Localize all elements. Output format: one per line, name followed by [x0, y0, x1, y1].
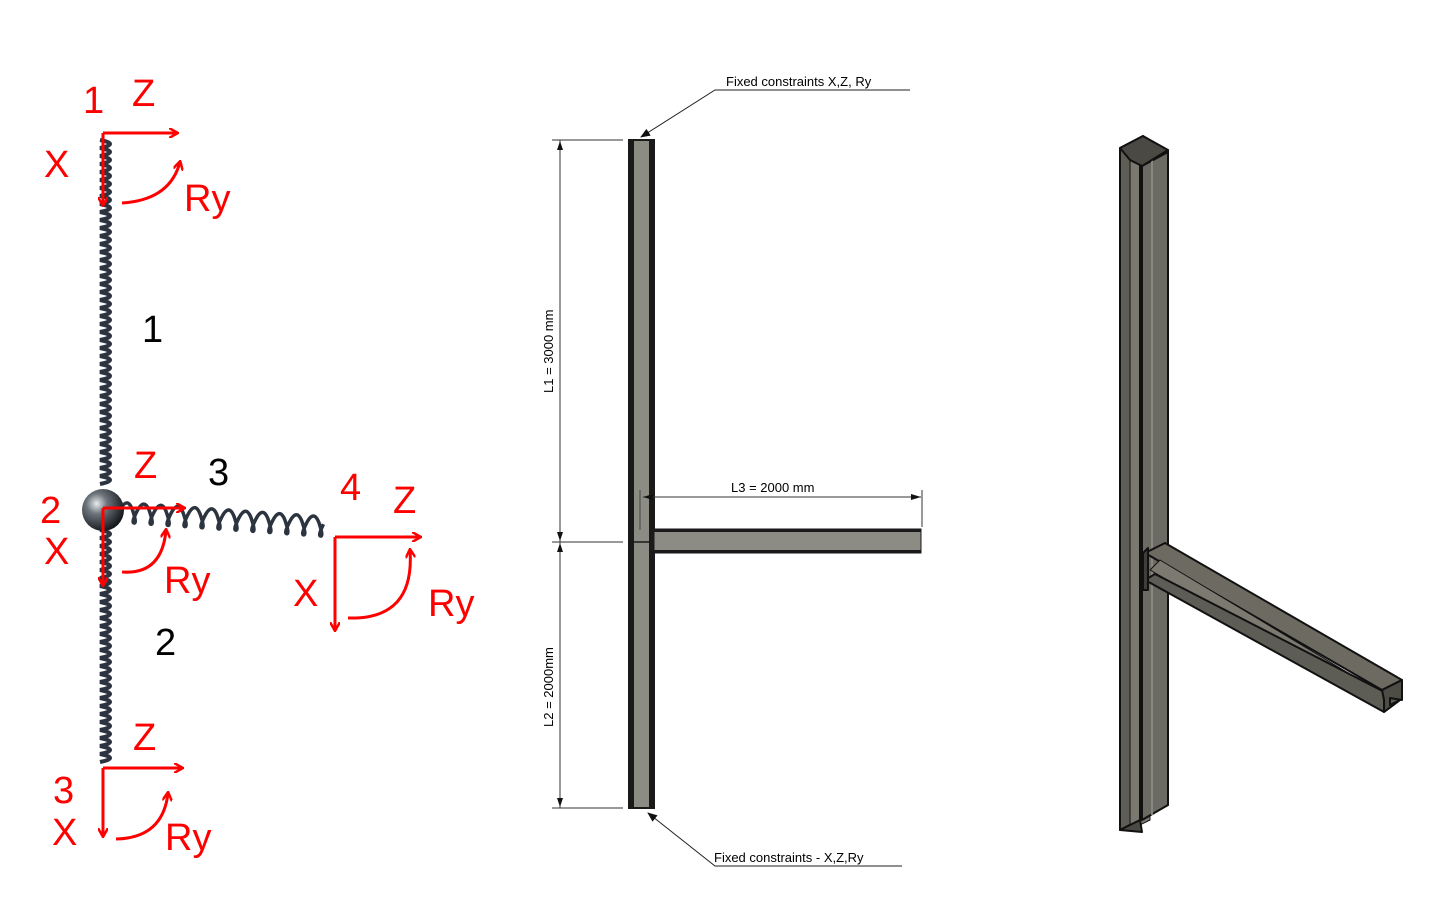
rotation-arrow-icon	[347, 550, 410, 620]
rotation-arrow-icon	[115, 793, 168, 841]
frame-3d-render	[1119, 135, 1403, 833]
element-label-2: 2	[155, 622, 176, 664]
node-4-x-label: X	[293, 573, 318, 615]
top-constraint-callout: Fixed constraints X,Z, Ry	[640, 74, 910, 138]
beam-3d	[1142, 542, 1403, 713]
drawing-2d-panel: Fixed constraints X,Z, Ry L1 = 3000 mm L…	[500, 0, 980, 895]
node-2-ry-label: Ry	[164, 560, 210, 602]
node-2-axes	[103, 508, 184, 585]
node-label-1: 1	[83, 80, 104, 122]
column-member	[628, 139, 655, 809]
node-3-axes	[103, 768, 182, 841]
dimension-l1	[552, 139, 623, 542]
node-1-ry-label: Ry	[184, 178, 230, 220]
frame-2d-drawing: Fixed constraints X,Z, Ry L1 = 3000 mm L…	[541, 74, 923, 867]
element-label-1: 1	[142, 309, 163, 351]
node-2-z-label: Z	[134, 445, 157, 487]
rotation-arrow-icon	[121, 162, 180, 205]
model-3d-panel	[1000, 0, 1445, 895]
dimension-l2-label: L2 = 2000mm	[541, 647, 556, 727]
bottom-constraint-callout: Fixed constraints - X,Z,Ry	[647, 812, 902, 867]
node-label-4: 4	[340, 467, 361, 509]
node-3-z-label: Z	[133, 717, 156, 759]
node-1-axes	[103, 133, 180, 205]
beam-member	[653, 528, 922, 554]
top-constraint-label: Fixed constraints X,Z, Ry	[726, 74, 872, 89]
bottom-constraint-label: Fixed constraints - X,Z,Ry	[714, 850, 864, 865]
node-1-x-label: X	[44, 144, 69, 186]
dimension-l3	[643, 490, 923, 527]
node-label-3: 3	[53, 770, 74, 812]
element-label-3: 3	[208, 452, 229, 494]
spring-model-panel: 1 Z X Ry 1 2 Z X Ry 3 4 Z X Ry 2 Z 3 X R…	[0, 0, 500, 895]
node-4-ry-label: Ry	[428, 583, 474, 625]
dimension-l2	[552, 541, 623, 809]
dimension-l1-label: L1 = 3000 mm	[541, 310, 556, 393]
dimension-l3-label: L3 = 2000 mm	[731, 480, 814, 495]
node-label-2: 2	[40, 490, 61, 532]
node-4-axes	[335, 537, 420, 630]
node-4-z-label: Z	[393, 480, 416, 522]
spring-element-3	[118, 501, 326, 538]
node-1-z-label: Z	[132, 73, 155, 115]
spring-model-diagram: 1 Z X Ry 1 2 Z X Ry 3 4 Z X Ry 2 Z 3 X R…	[40, 73, 474, 859]
rotation-arrow-icon	[121, 530, 166, 574]
node-3-ry-label: Ry	[165, 817, 211, 859]
node-2-x-label: X	[44, 531, 69, 573]
node-3-x-label: X	[52, 812, 77, 854]
column-3d	[1119, 135, 1169, 833]
